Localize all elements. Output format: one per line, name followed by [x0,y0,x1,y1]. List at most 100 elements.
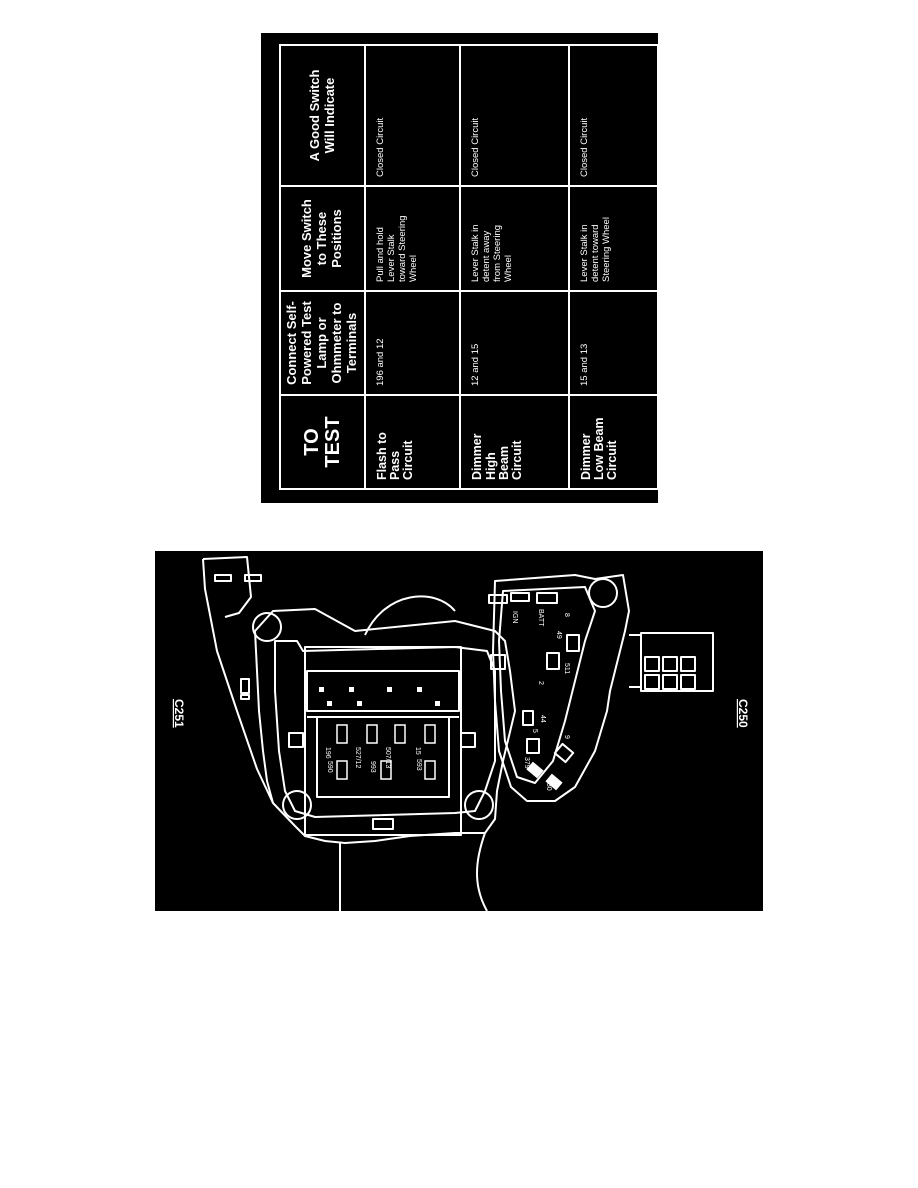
c251-pin-527-12 [366,724,378,744]
header-line: Connect Self- [284,301,300,385]
mount-screw [252,612,282,642]
c251-label-507-13: 507/13 [384,747,391,769]
cell-line: Steering Wheel [600,217,612,282]
c250-pin-batt [510,592,530,602]
test-name-cell: Dimmer Low Beam Circuit [568,395,658,489]
c251-pin-field [316,716,450,798]
c251-header-strip [306,670,460,712]
position-cell: Lever Stalk in detent toward Steering Wh… [568,186,658,291]
c251-terminal-dot [349,687,354,692]
header-line: Move Switch [299,199,315,278]
header-line: Lamp or [314,317,330,369]
header-line: Powered Test [299,301,315,385]
header-line: TEST [321,416,344,468]
cell-line: Beam [496,445,511,480]
header-move-switch: Move Switch to These Positions [280,186,365,291]
c251-label-527-12: 527/12 [354,747,361,769]
c250-label-379: 379 [523,757,530,769]
bracket-tab [240,694,250,700]
mount-screw [588,578,618,608]
c250-pin-8 [536,592,558,604]
c250-pin-ign [488,594,508,604]
c250-pin-9 [553,742,575,764]
c251-label-993: 993 [369,761,376,773]
bracket-tab [240,678,250,694]
c250-label-5: 5 [531,729,538,733]
c250-label-8: 8 [563,613,570,617]
c250-label-511: 511 [563,663,570,674]
cell-line: detent toward [589,224,601,282]
c250-label-ign: IGN [511,611,518,623]
c251-terminal-dot [417,687,422,692]
c250-label-2: 2 [537,681,544,685]
c251-label-196: 196 [324,747,331,759]
c251-pin-590 [336,760,348,780]
cell-line: Wheel [503,255,515,282]
c250-label-44: 44 [539,715,546,723]
result-cell: Closed Circuit [365,45,461,186]
c250-label-batt: BATT [537,609,544,627]
test-name-cell: Dimmer High Beam Circuit [460,395,569,489]
c250-plug-cell [662,674,678,690]
c250-pin-379 [526,761,544,779]
cell-line: Dimmer [470,433,485,480]
header-line: Ohmmeter to [328,302,344,384]
c251-latch [372,818,394,830]
c250-plug-cell [662,656,678,672]
connector-label-c251: C251 [172,699,186,728]
header-line: A Good Switch [306,69,322,162]
mount-screw [464,790,494,820]
c251-terminal-dot [319,687,324,692]
header-line: Will Indicate [321,77,337,154]
c251-side-tab [288,732,304,748]
column-top-dome [364,595,456,636]
mount-screw [282,790,312,820]
switch-test-table: TO TEST Connect Self- Powered Test Lamp … [279,44,659,490]
terminals-cell: 196 and 12 [365,291,461,395]
c251-pin-993 [380,760,392,780]
header-line: Terminals [343,312,359,374]
result-cell: Closed Circuit [460,45,569,186]
switch-test-table-panel: TO TEST Connect Self- Powered Test Lamp … [261,33,658,503]
c250-pin-49 [566,634,580,652]
c251-terminal-dot [357,701,362,706]
c250-plug-body [640,632,714,692]
terminals-cell: 12 and 15 [460,291,569,395]
c250-inner [498,586,596,784]
switch-test-table-rotated: TO TEST Connect Self- Powered Test Lamp … [279,44,659,490]
connector-drawing: 196 527/12 507/13 15 590 993 593 8 BATT … [172,556,750,911]
column-shaft-right [476,832,488,911]
table-row: Dimmer High Beam Circuit 12 and 15 Lever… [460,45,569,489]
switch-connector-diagram: 196 527/12 507/13 15 590 993 593 8 BATT … [155,551,763,911]
c251-label-15: 15 [414,747,421,755]
c250-pin-5 [526,738,540,754]
table-header-row: TO TEST Connect Self- Powered Test Lamp … [280,45,365,489]
connector-label-c250: C250 [736,699,750,728]
c250-latch [490,654,506,670]
c251-label-590: 590 [326,761,333,773]
header-to-test: TO TEST [280,395,365,489]
header-good-switch: A Good Switch Will Indicate [280,45,365,186]
cell-line: Circuit [509,440,524,480]
c250-pin-380 [545,773,563,791]
table-row: Flash to Pass Circuit 196 and 12 Pull an… [365,45,461,489]
cell-line: High [483,452,498,480]
terminals-cell: 15 and 13 [568,291,658,395]
c250-housing [492,574,630,802]
cell-line: Circuit [401,440,416,480]
bracket-slot [214,574,232,582]
c251-pin-196 [336,724,348,744]
c250-pin-44 [522,710,534,726]
c251-pin-15 [424,724,436,744]
c251-terminal-dot [387,687,392,692]
c250-label-380: 380 [545,779,552,791]
c251-side-tab [460,732,476,748]
position-cell: Lever Stalk in detent away from Steering… [460,186,569,291]
header-line: TO [300,428,323,456]
header-line: Positions [328,209,344,268]
c251-housing [304,646,462,836]
c250-pin-511 [546,652,560,670]
result-cell: Closed Circuit [568,45,658,186]
switch-body-inner [274,640,496,818]
c251-label-593: 593 [415,759,422,771]
